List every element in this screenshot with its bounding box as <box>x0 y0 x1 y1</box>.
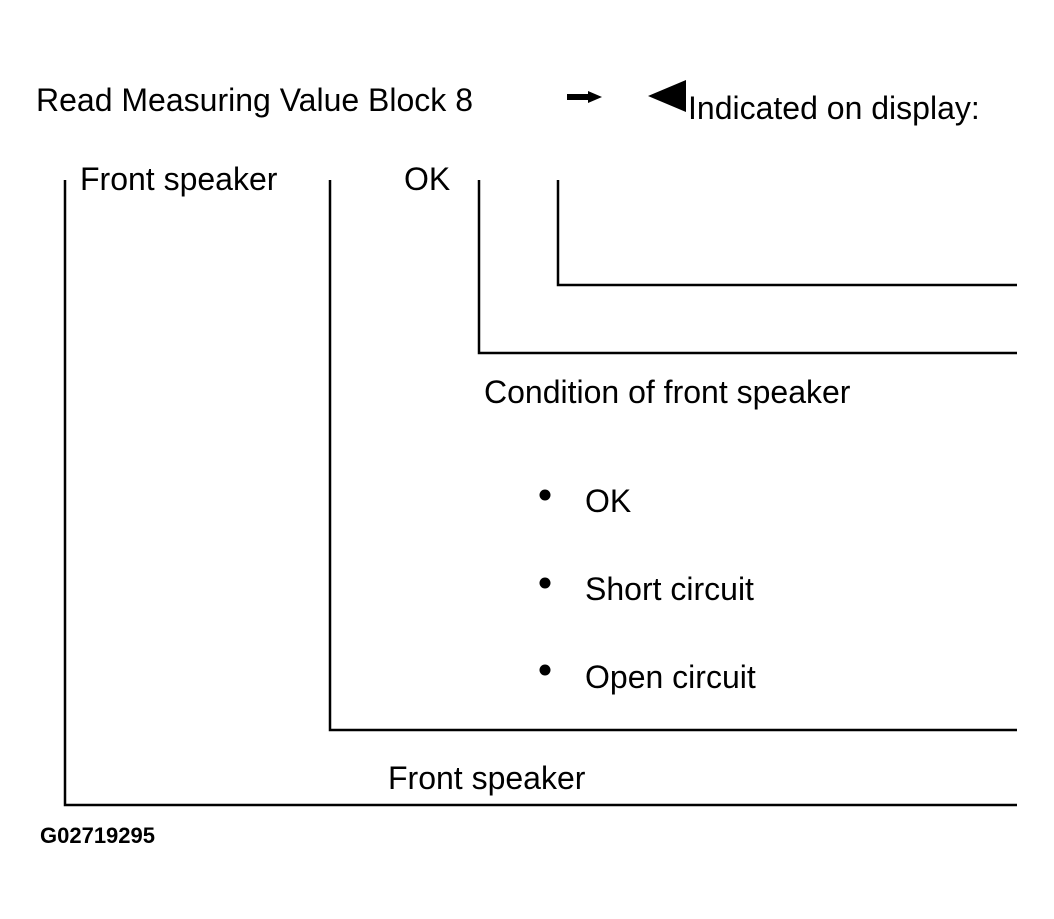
bullet-item-short-circuit: Short circuit <box>585 571 754 607</box>
bracket-line-condition <box>477 180 1017 355</box>
bullet-dot <box>539 664 551 676</box>
bullet-item-open-circuit: Open circuit <box>585 659 756 695</box>
bullet-dot <box>539 577 551 589</box>
diagram-title: Read Measuring Value Block 8 <box>36 82 473 118</box>
right-arrow-icon <box>567 91 602 103</box>
bracket-line-unused <box>556 180 1017 287</box>
condition-title: Condition of front speaker <box>484 374 851 410</box>
indicated-on-display-label: Indicated on display: <box>688 90 980 126</box>
bullet-dot <box>539 489 551 501</box>
bullet-item-ok: OK <box>585 483 631 519</box>
left-triangle-icon <box>648 80 686 112</box>
display-field-ok: OK <box>404 161 450 197</box>
bracket-line-field-2 <box>328 180 1017 732</box>
bullet-list: OK Short circuit Open circuit <box>539 483 756 695</box>
display-field-front-speaker: Front speaker <box>80 161 278 197</box>
bracket-line-outer <box>63 180 1017 807</box>
group-label-front-speaker: Front speaker <box>388 760 586 796</box>
figure-id: G02719295 <box>40 823 155 848</box>
